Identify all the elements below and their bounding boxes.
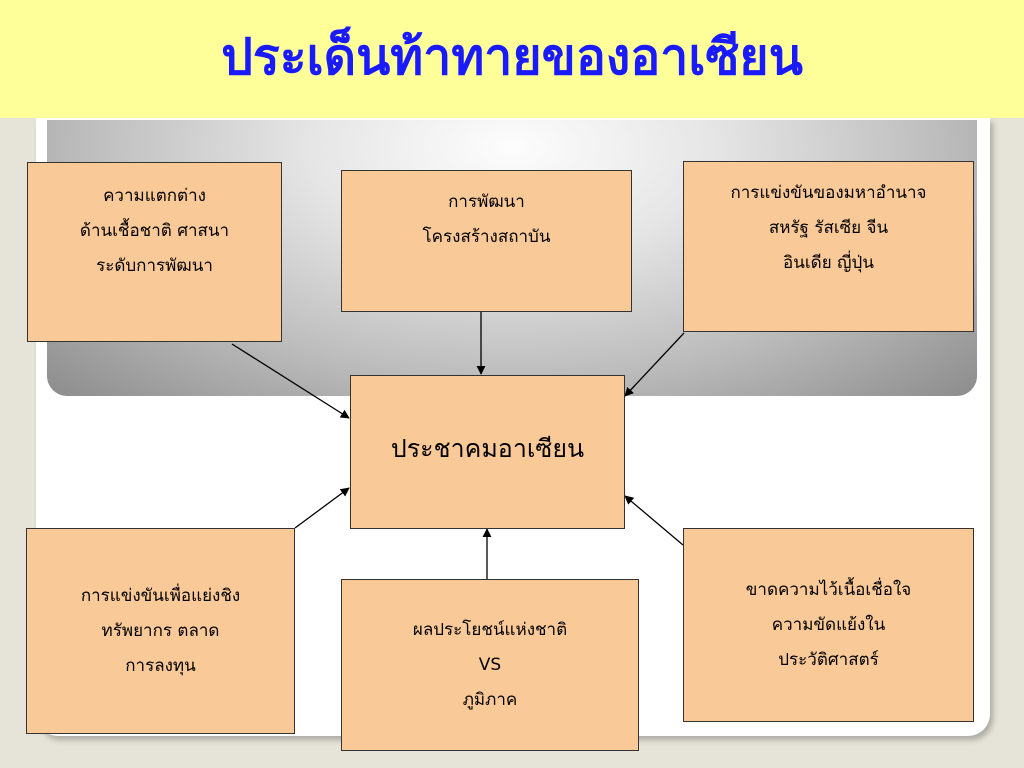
box-mistrust-line-1: ขาดความไว้เนื้อเชื่อใจ bbox=[745, 579, 912, 600]
box-great-powers-line-2: สหรัฐ รัสเซีย จีน bbox=[768, 218, 889, 238]
box-differences: ความแตกต่าง ด้านเชื้อชาติ ศาสนา ระดับการ… bbox=[27, 162, 282, 342]
page-title: ประเด็นท้าทายของอาเซียน bbox=[221, 28, 803, 86]
box-national-vs-regional: ผลประโยชน์แห่งชาติ VS ภูมิภาค bbox=[341, 579, 639, 751]
box-mistrust: ขาดความไว้เนื้อเชื่อใจ ความขัดแย้งใน ประ… bbox=[683, 528, 974, 722]
title-banner bbox=[0, 0, 1024, 118]
box-national-line-3: ภูมิภาค bbox=[462, 689, 518, 710]
box-great-powers: การแข่งขันของมหาอำนาจ สหรัฐ รัสเซีย จีน … bbox=[683, 161, 974, 332]
box-institution-line-2: โครงสร้างสถาบัน bbox=[422, 227, 551, 247]
box-differences-line-3: ระดับการพัฒนา bbox=[96, 256, 213, 276]
box-institution-line-1: การพัฒนา bbox=[448, 192, 525, 212]
box-mistrust-line-3: ประวัติศาสตร์ bbox=[778, 649, 879, 670]
box-institution-development: การพัฒนา โครงสร้างสถาบัน bbox=[341, 170, 632, 312]
box-resource-competition: การแข่งขันเพื่อแย่งชิง ทรัพยากร ตลาด การ… bbox=[26, 528, 295, 734]
box-mistrust-line-2: ความขัดแย้งใน bbox=[771, 614, 886, 635]
box-great-powers-line-3: อินเดีย ญี่ปุ่น bbox=[783, 253, 874, 273]
box-resource-line-2: ทรัพยากร ตลาด bbox=[101, 620, 220, 641]
box-differences-line-2: ด้านเชื้อชาติ ศาสนา bbox=[79, 221, 230, 241]
center-label: ประชาคมอาเซียน bbox=[390, 434, 585, 463]
box-resource-line-3: การลงทุน bbox=[125, 655, 196, 676]
box-differences-line-1: ความแตกต่าง bbox=[103, 186, 206, 206]
box-resource-line-1: การแข่งขันเพื่อแย่งชิง bbox=[80, 585, 241, 606]
box-national-line-1: ผลประโยชน์แห่งชาติ bbox=[412, 619, 568, 640]
box-great-powers-line-1: การแข่งขันของมหาอำนาจ bbox=[730, 183, 927, 203]
box-national-line-2: VS bbox=[478, 654, 502, 675]
box-asean-community: ประชาคมอาเซียน bbox=[350, 375, 625, 529]
